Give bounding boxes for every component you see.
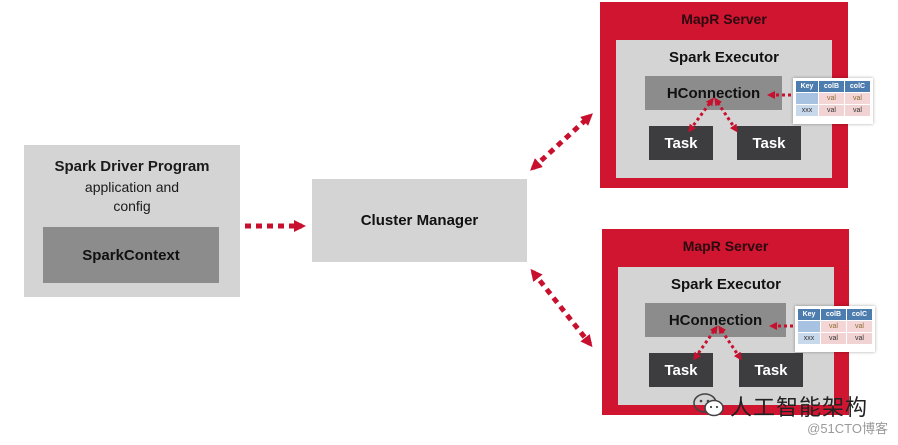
cluster-manager-box: Cluster Manager (312, 179, 527, 262)
task-2b: Task (739, 353, 803, 387)
driver-subtitle-line2: config (113, 198, 151, 214)
table2-cell: xxx (797, 332, 821, 345)
table2-cell: val (845, 332, 874, 345)
mapr-server-2-title: MapR Server (682, 238, 769, 254)
table2-header-key: Key (797, 308, 821, 321)
hconn1-task1b-arrow (714, 97, 738, 133)
task-1a: Task (649, 126, 713, 160)
hbase-table-2: Key colB colC val val xxx val val (795, 306, 875, 352)
driver-subtitle: application and config (24, 178, 240, 216)
table1-cell: xxx (795, 104, 819, 117)
table1-cell: val (843, 104, 872, 117)
table1-cell (795, 92, 819, 105)
cluster-to-server2-arrow (530, 268, 593, 348)
table2-cell (797, 320, 821, 333)
wechat-icon (693, 393, 724, 417)
table1-header-colb: colB (817, 80, 845, 93)
table1-cell: val (817, 104, 845, 117)
mapr-server-1-title: MapR Server (681, 11, 767, 27)
executor-1-title: Spark Executor (668, 49, 780, 66)
executor-2-title: Spark Executor (670, 276, 782, 293)
hbase-table-1: Key colB colC val val xxx val val (793, 78, 873, 124)
driver-subtitle-line1: application and (84, 179, 180, 195)
table1-header-key: Key (795, 80, 819, 93)
watermark-title: 人工智能架构 (729, 395, 868, 420)
task-1b: Task (737, 126, 801, 160)
table2-cell: val (845, 320, 874, 333)
hconn1-task1a-arrow (688, 97, 714, 133)
cluster-to-server1-arrow (530, 113, 593, 171)
mapr-server-1: MapR Server Spark Executor HConnection T… (600, 2, 848, 188)
hconn2-task2a-arrow (693, 325, 718, 361)
table1-header-colc: colC (843, 80, 872, 93)
table2-cell: val (819, 332, 847, 345)
table2-header-colb: colB (819, 308, 847, 321)
table2-cell: val (819, 320, 847, 333)
spark-context-box: SparkContext (43, 227, 219, 283)
hconn2-task2b-arrow (718, 325, 742, 361)
watermark-credit: @51CTO博客 (807, 421, 888, 436)
table2-header-colc: colC (845, 308, 874, 321)
table1-cell: val (843, 92, 872, 105)
table1-cell: val (817, 92, 845, 105)
driver-title: Spark Driver Program (54, 158, 210, 175)
